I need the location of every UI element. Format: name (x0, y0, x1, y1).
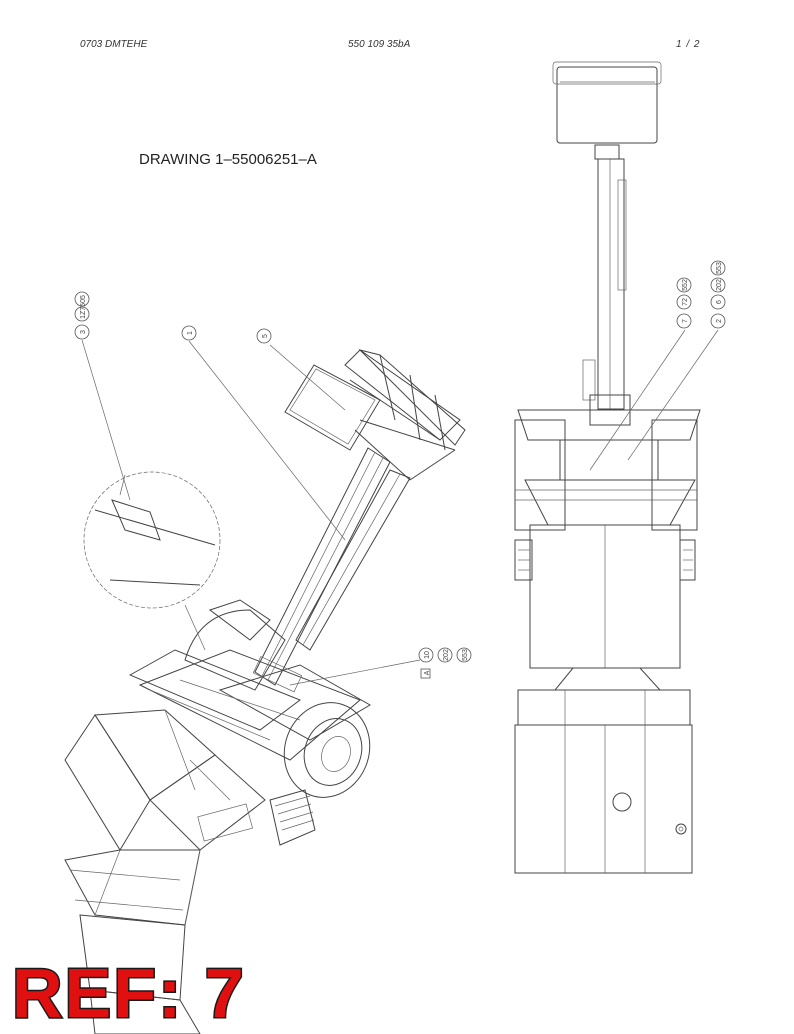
callout-7-sub: 552 (682, 279, 689, 291)
header-page-number: 1 / 2 (676, 39, 701, 50)
callout-10-num: 10 (424, 651, 431, 659)
callout-2-part: 6 (716, 300, 723, 304)
isometric-view (64, 349, 466, 1034)
front-boom (582, 144, 631, 426)
callout-7-num: 7 (682, 319, 689, 323)
isometric-basket (284, 349, 466, 481)
header-part-number: 550 109 35bA (348, 39, 411, 50)
callout-2: 2 6 202 553 (710, 260, 726, 329)
callout-10-flag: A (424, 670, 431, 675)
isometric-wheel (269, 702, 371, 846)
front-lower-body (514, 524, 696, 669)
callout-2-sub1: 202 (716, 279, 723, 291)
header-doc-code: 0703 DMTEHE (80, 39, 148, 50)
front-view (514, 61, 701, 874)
callout-3-part: 1Z7505 (80, 295, 87, 319)
callout-1: 1 (181, 325, 197, 341)
callout-10: 10 202 553 A (418, 647, 472, 679)
callout-2-sub2: 553 (716, 262, 723, 274)
callout-5: 5 (256, 328, 272, 344)
leader-lines (81, 329, 719, 686)
isometric-boom (254, 447, 411, 686)
callout-5-num: 5 (262, 334, 269, 338)
callout-1-num: 1 (187, 331, 194, 335)
detail-view-circle (83, 471, 221, 609)
callout-3-num: 3 (80, 330, 87, 334)
isometric-turret (128, 599, 371, 761)
drawing-title: DRAWING 1–55006251–A (139, 151, 317, 168)
isometric-chassis (64, 709, 266, 1034)
callout-7: 7 72 552 (676, 277, 692, 329)
callout-10-sub2: 553 (462, 649, 469, 661)
callout-7-part: 72 (682, 298, 689, 306)
ref-label: REF: 7 (11, 954, 246, 1032)
front-basket (552, 61, 662, 144)
front-turret (514, 409, 701, 531)
callout-3: 3 1Z7505 (74, 291, 90, 340)
callout-10-sub1: 202 (443, 649, 450, 661)
front-chassis (514, 667, 693, 874)
callout-2-num: 2 (716, 319, 723, 323)
